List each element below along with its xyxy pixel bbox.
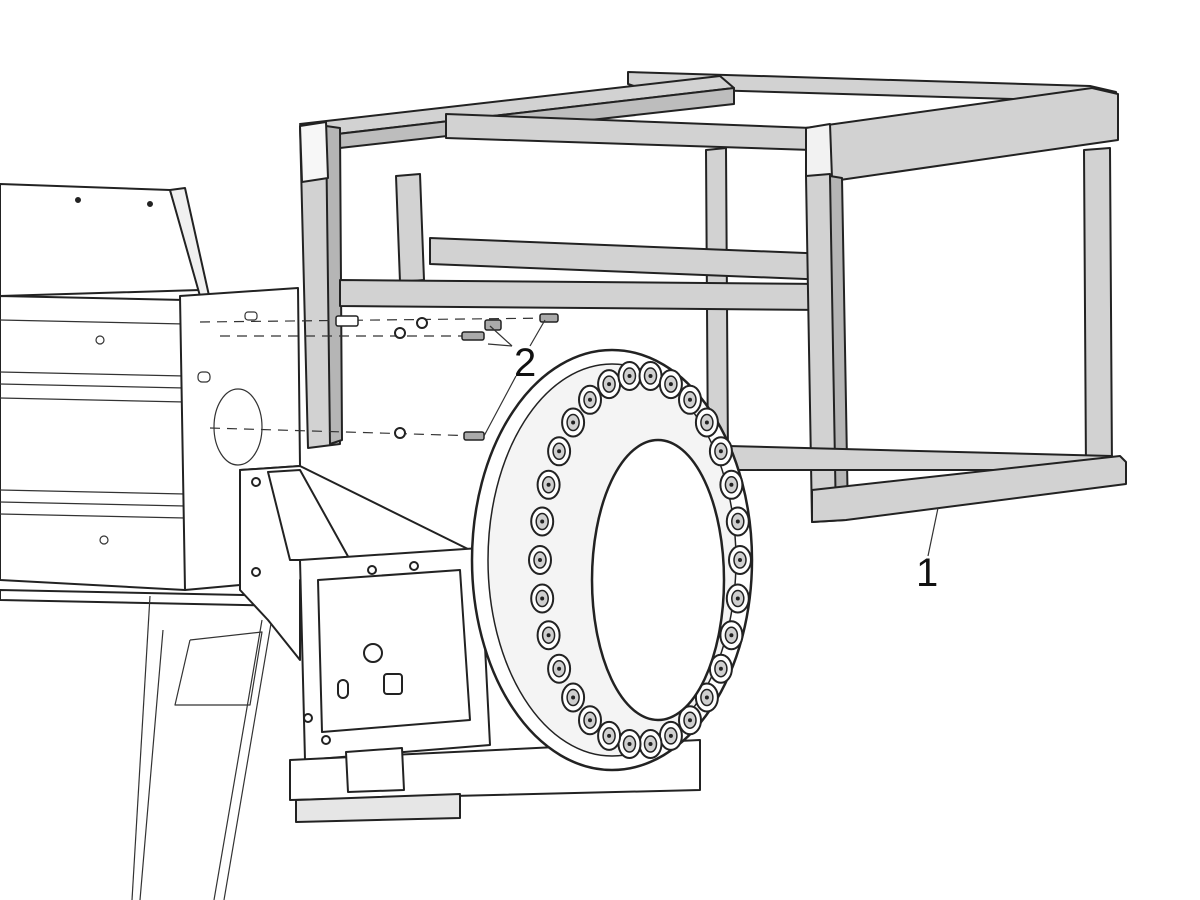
- tool-pockets: [528, 361, 752, 759]
- tool-changer-carousel: [470, 348, 754, 772]
- tool-pocket: [708, 436, 733, 467]
- tool-pocket: [725, 506, 750, 537]
- tool-pocket: [678, 384, 702, 415]
- tool-pocket: [528, 545, 552, 575]
- tool-pocket: [561, 407, 586, 438]
- tool-pocket: [536, 469, 561, 500]
- tool-pocket: [694, 682, 719, 713]
- tool-pocket: [530, 583, 555, 614]
- tool-pocket: [617, 729, 642, 759]
- tool-pocket: [561, 682, 586, 713]
- tool-pocket: [536, 620, 561, 651]
- tool-pocket: [728, 545, 752, 575]
- callout-2-label: 2: [514, 341, 536, 385]
- steel-frame: [299, 71, 1127, 523]
- tool-pocket: [578, 384, 602, 415]
- machine-enclosure: [0, 183, 301, 900]
- tool-pocket: [597, 369, 622, 400]
- callout-1-label: 1: [916, 551, 938, 595]
- carousel-mount-bracket: [239, 465, 701, 823]
- tool-pocket: [597, 720, 622, 751]
- tool-pocket: [547, 436, 572, 467]
- tool-pocket: [719, 620, 744, 651]
- tool-pocket: [547, 653, 572, 684]
- tool-pocket: [530, 506, 555, 537]
- tool-pocket: [719, 469, 744, 500]
- tool-pocket: [638, 361, 663, 391]
- tool-pocket: [678, 705, 702, 736]
- tool-pocket: [694, 407, 719, 438]
- callout-leaders: [483, 319, 939, 557]
- tool-pocket: [578, 705, 602, 736]
- tool-pocket: [725, 583, 750, 614]
- tool-pocket: [617, 361, 642, 391]
- tool-pocket: [658, 369, 683, 400]
- tool-pocket: [638, 729, 663, 759]
- tool-pocket: [708, 653, 733, 684]
- mounting-fasteners: [199, 313, 559, 441]
- tool-pocket: [658, 720, 683, 751]
